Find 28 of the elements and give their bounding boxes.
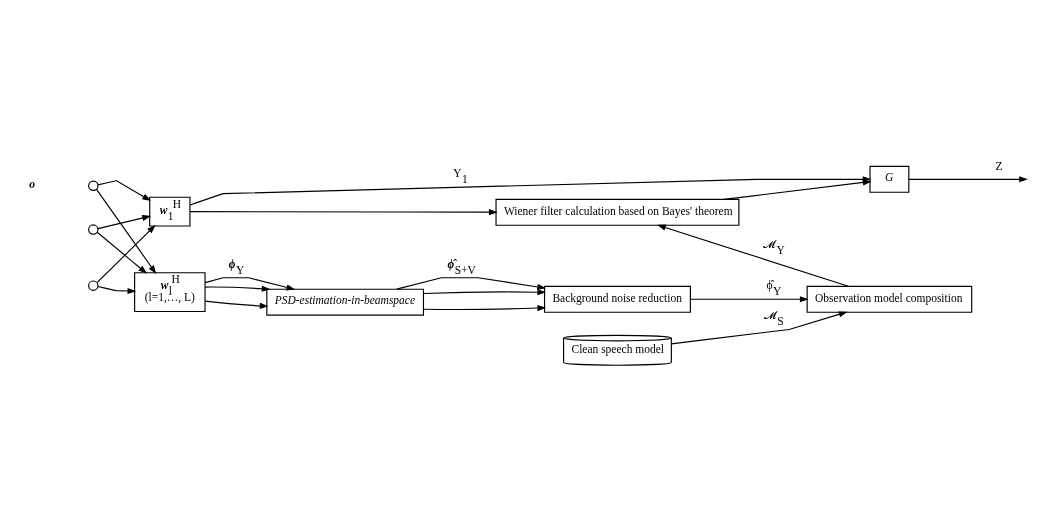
node-box: G <box>868 165 909 193</box>
node-circle <box>87 280 99 291</box>
arrow <box>204 285 270 292</box>
node-box: PSD-estimation-in-beamspace <box>265 288 424 316</box>
arrow <box>723 179 872 200</box>
arrow <box>96 180 151 201</box>
arrow <box>422 289 546 296</box>
arrow <box>656 224 849 287</box>
arrow <box>96 286 136 295</box>
node-box: Background noise reduction <box>543 285 691 313</box>
node-circle <box>87 224 99 235</box>
arrow <box>96 231 147 274</box>
arrow <box>204 277 295 291</box>
node-circle <box>87 180 99 191</box>
node-box: Observation model composition <box>806 285 972 313</box>
arrow <box>204 300 268 309</box>
arrow <box>96 224 156 284</box>
arrow <box>908 176 1028 183</box>
arrow <box>422 305 546 312</box>
edge-label: Z <box>994 159 1002 172</box>
arrow <box>97 215 151 230</box>
arrow <box>670 311 848 345</box>
arrow <box>689 296 809 303</box>
label: o <box>28 177 35 190</box>
node-box: Wiener filter calculation based on Bayes' theorem <box>494 198 739 226</box>
arrow <box>95 188 156 275</box>
arrow <box>188 209 498 216</box>
arrow <box>395 277 546 290</box>
